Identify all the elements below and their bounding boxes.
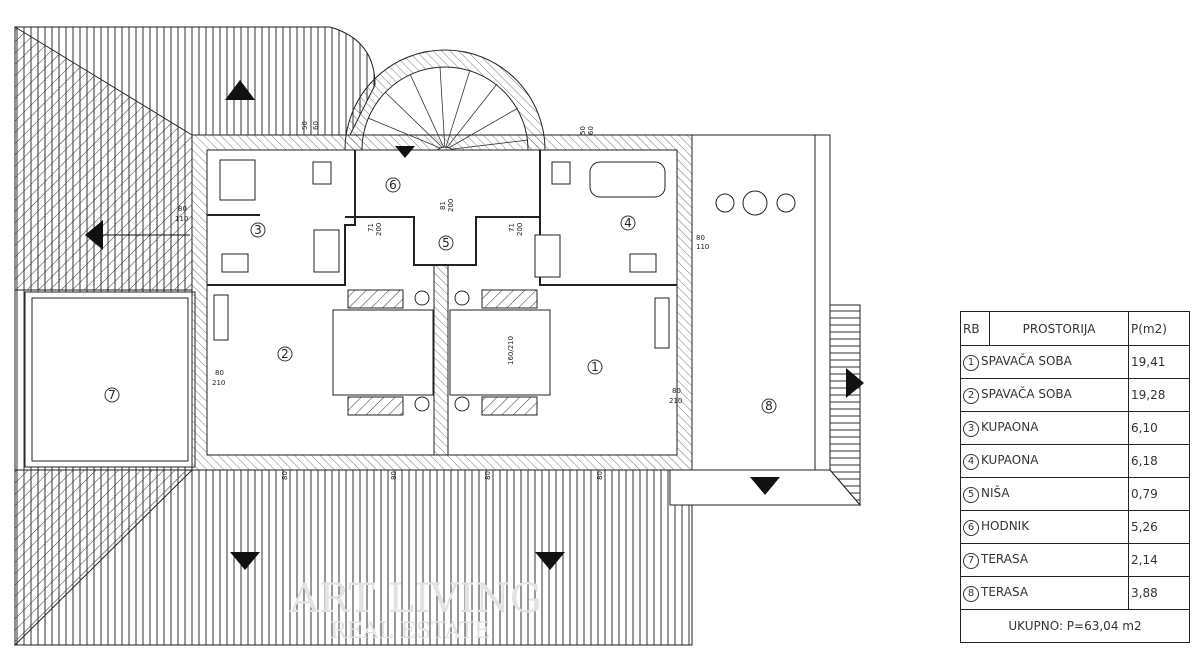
door-dimension: 210	[669, 397, 682, 405]
window-dimension: 80	[596, 471, 604, 480]
window-dimension: 110	[696, 243, 709, 251]
bed-right	[449, 309, 551, 396]
door-dimension: 200	[375, 223, 383, 236]
arrow-up-icon	[225, 80, 255, 100]
header-room: PROSTORIJA	[989, 311, 1129, 346]
spiral-staircase	[344, 49, 546, 170]
room-area: 5,26	[1128, 510, 1190, 544]
window-dimension: 60	[587, 126, 595, 135]
room-area: 19,41	[1128, 345, 1190, 379]
room-number: 5	[442, 236, 450, 250]
window-dimension: 80	[178, 205, 187, 213]
room-area: 0,79	[1128, 477, 1190, 511]
arrow-down-icon	[230, 552, 260, 570]
door-dimension: 200	[516, 223, 524, 236]
room-name: TERASA	[981, 584, 1029, 599]
arrow-down-icon	[395, 146, 415, 158]
room-number: 1	[591, 360, 599, 374]
window-dimension: 80	[696, 234, 705, 242]
row-number: 5	[963, 486, 979, 503]
window-dimension: 60	[312, 121, 320, 130]
window-dimension: 80	[390, 471, 398, 480]
svg-text:REAL ESTATE: REAL ESTATE	[330, 619, 490, 644]
bed-dimension: 160/210	[507, 336, 515, 365]
watermark: ART LIVING REAL ESTATE	[289, 576, 542, 644]
row-number: 6	[963, 519, 979, 536]
table-total: UKUPNO: P=63,04 m2	[960, 609, 1190, 643]
room-name: KUPAONA	[981, 452, 1039, 467]
room-area: 6,18	[1128, 444, 1190, 478]
window-dimension: 80	[484, 471, 492, 480]
room-number: 2	[281, 347, 289, 361]
room-area: 19,28	[1128, 378, 1190, 412]
door-dimension: 71	[367, 223, 375, 232]
room-number: 6	[389, 178, 397, 192]
furniture	[213, 159, 796, 416]
room-name: NIŠA	[981, 485, 1010, 500]
room-number: 4	[624, 216, 632, 230]
room-name: KUPAONA	[981, 419, 1039, 434]
terrace-8	[691, 134, 831, 471]
door-dimension: 200	[447, 199, 455, 212]
room-name: SPAVAČA SOBA	[981, 386, 1072, 401]
arrow-left-icon	[85, 220, 103, 250]
row-number: 2	[963, 387, 979, 404]
room-area: 2,14	[1128, 543, 1190, 577]
table-header: RB PROSTORIJA P(m2)	[960, 311, 1190, 346]
room-name: SPAVAČA SOBA	[981, 353, 1072, 368]
door-dimension: 80	[215, 369, 224, 377]
room-area: 3,88	[1128, 576, 1190, 610]
window-dimension: 80	[281, 471, 289, 480]
door-dimension: 80	[672, 387, 681, 395]
room-number: 3	[254, 223, 262, 237]
window-dimension: 50	[579, 126, 587, 135]
slope-arrows	[85, 80, 864, 570]
arrow-right-icon	[846, 368, 864, 398]
row-number: 1	[963, 354, 979, 371]
door-dimension: 81	[439, 201, 447, 210]
door-dimension: 71	[508, 223, 516, 232]
door-dimension: 210	[212, 379, 225, 387]
row-number: 8	[963, 585, 979, 602]
row-number: 3	[963, 420, 979, 437]
window-dimension: 110	[175, 215, 188, 223]
room-area: 6,10	[1128, 411, 1190, 445]
window-dimension: 50	[301, 121, 309, 130]
room-labels	[104, 177, 777, 414]
terrace-7	[24, 291, 196, 468]
svg-text:ART LIVING: ART LIVING	[289, 576, 542, 622]
header-rb: RB	[960, 311, 990, 346]
row-number: 7	[963, 552, 979, 569]
room-name: TERASA	[981, 551, 1029, 566]
arrow-down-icon	[750, 477, 780, 495]
room-number: 8	[765, 399, 773, 413]
total-area: UKUPNO: P=63,04 m2	[960, 609, 1190, 643]
arrow-down-icon	[535, 552, 565, 570]
row-number: 4	[963, 453, 979, 470]
room-name: HODNIK	[981, 518, 1030, 533]
header-area: P(m2)	[1128, 311, 1190, 346]
bed-left	[332, 309, 434, 396]
room-number: 7	[108, 388, 116, 402]
